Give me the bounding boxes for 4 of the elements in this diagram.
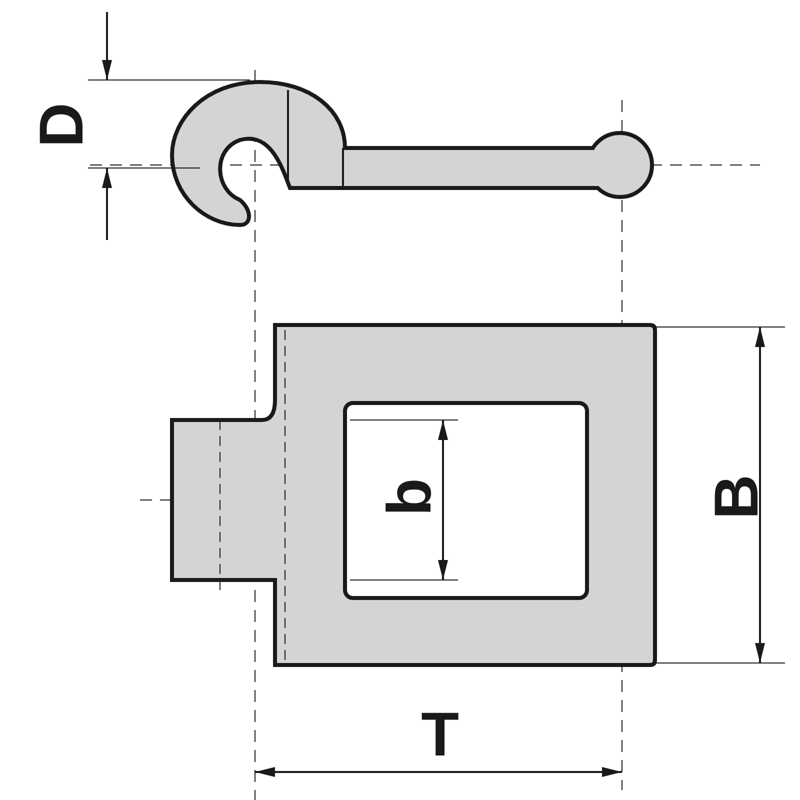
dimension-label: b: [376, 478, 444, 516]
dimension-label: D: [28, 102, 96, 148]
dimension-label: B: [702, 474, 772, 520]
dimension-label: T: [421, 700, 459, 770]
